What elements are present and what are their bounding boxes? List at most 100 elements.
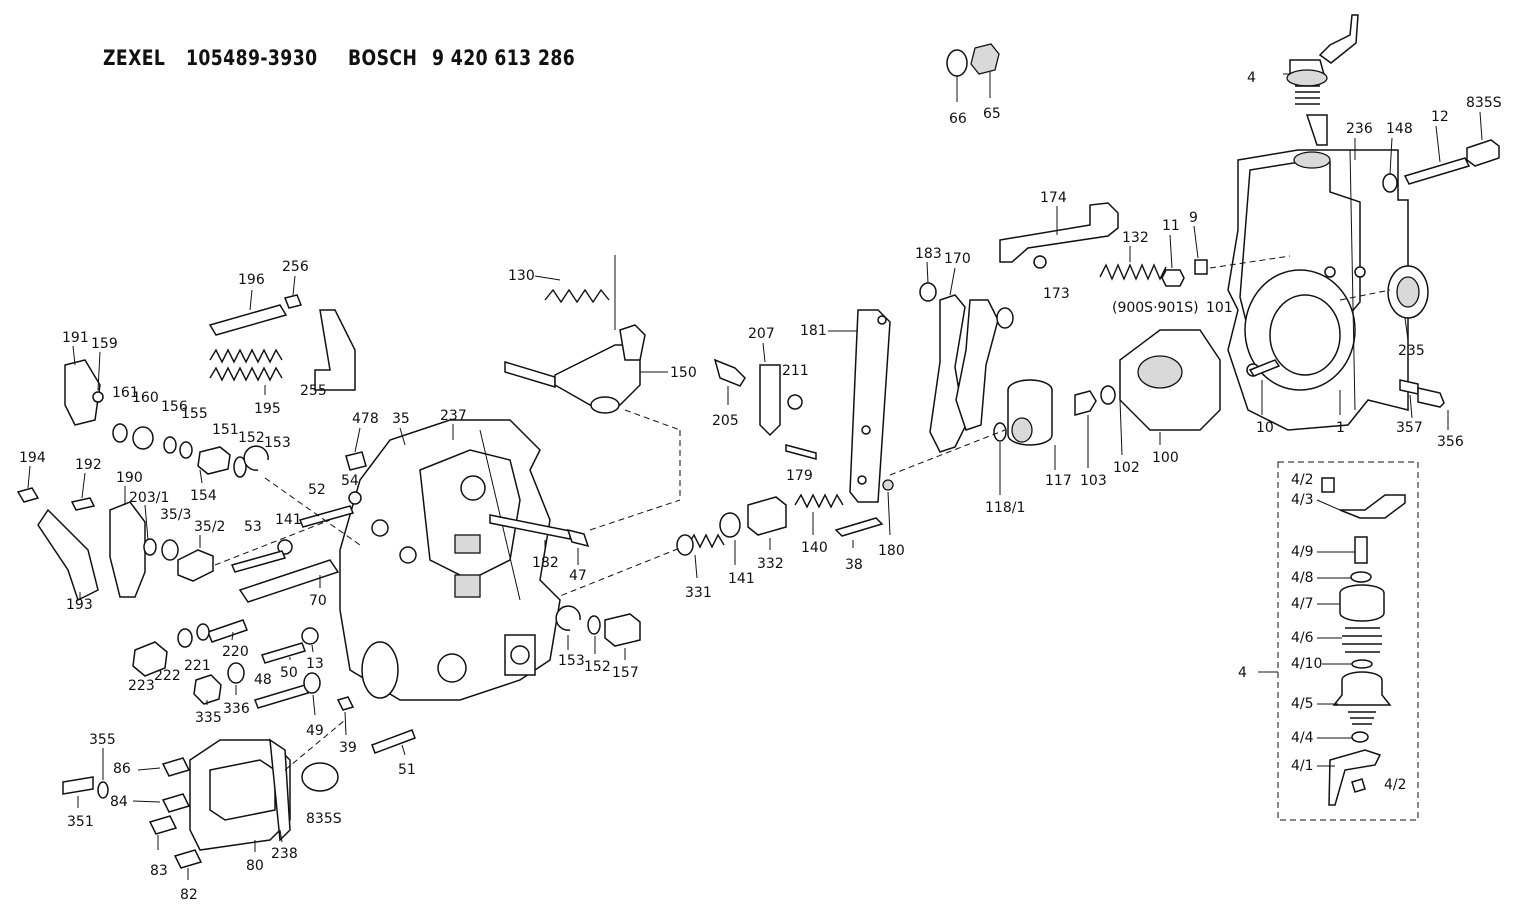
header-bosch-number: 9 420 613 286 [432, 46, 576, 70]
nut-13 [301, 627, 319, 645]
callout-237: 237 [440, 408, 467, 424]
bushing-35-3 [161, 539, 179, 561]
bushing [996, 307, 1014, 329]
callout-332: 332 [757, 556, 784, 572]
screw-331 [687, 533, 725, 549]
cap-223 [132, 641, 168, 677]
nut-54 [348, 491, 362, 505]
callout-238: 238 [271, 846, 298, 862]
nut-39 [336, 696, 355, 711]
clip-9 [1194, 259, 1208, 275]
callout-51: 51 [398, 762, 416, 778]
bracket-255 [314, 309, 356, 391]
callout-335: 335 [195, 710, 222, 726]
screw-192 [70, 497, 96, 511]
callout-835s-bottom: 835S [306, 811, 342, 827]
oring-4-10 [1351, 659, 1373, 669]
callout-835s-top: 835S [1466, 95, 1502, 111]
callout-220: 220 [222, 644, 249, 660]
callout-183: 183 [915, 246, 942, 262]
callout-4-detail: 4 [1238, 665, 1247, 681]
washer-155 [179, 441, 193, 459]
bushing-160 [132, 426, 154, 450]
clip-153-top [243, 445, 269, 471]
washer-4-4 [1351, 731, 1369, 743]
part-65-66-nut-washer [946, 43, 1000, 102]
washer-148 [1382, 173, 1398, 193]
washer-156 [163, 436, 177, 454]
tube-70 [238, 559, 340, 603]
part-4-top-adjuster [1283, 14, 1359, 146]
callout-4-9: 4/9 [1291, 544, 1314, 560]
callout-150: 150 [670, 365, 697, 381]
callout-83: 83 [150, 863, 168, 879]
callout-173: 173 [1043, 286, 1070, 302]
callout-11: 11 [1162, 218, 1180, 234]
callout-50: 50 [280, 665, 298, 681]
callout-174: 174 [1040, 190, 1067, 206]
bolt-52 [298, 505, 355, 528]
callout-118-1: 118/1 [985, 500, 1025, 516]
bolt-351 [62, 776, 94, 795]
nut-222 [177, 628, 193, 648]
callout-39: 39 [339, 740, 357, 756]
callout-12: 12 [1431, 109, 1449, 125]
cap-835s-bottom [301, 762, 339, 792]
lever-191 [64, 359, 101, 426]
callout-80: 80 [246, 858, 264, 874]
shaft-35-2 [177, 549, 214, 582]
callout-156: 156 [161, 399, 188, 415]
callout-192: 192 [75, 457, 102, 473]
callout-222: 222 [154, 668, 181, 684]
callout-4-5: 4/5 [1291, 696, 1314, 712]
plug-478 [345, 451, 367, 471]
screw-82 [173, 849, 203, 869]
callout-155: 155 [181, 406, 208, 422]
tube-196 [208, 304, 288, 336]
nut-332 [747, 496, 787, 536]
callout-478: 478 [352, 411, 379, 427]
callout-4-6: 4/6 [1291, 630, 1314, 646]
callout-194: 194 [19, 450, 46, 466]
bushing-151 [197, 446, 231, 475]
callout-236: 236 [1346, 121, 1373, 137]
screw-179 [785, 444, 817, 460]
callout-4-2a: 4/2 [1291, 472, 1314, 488]
callout-336: 336 [223, 701, 250, 717]
spring-132 [1099, 263, 1167, 281]
callout-161: 161 [112, 385, 139, 401]
callout-13: 13 [306, 656, 324, 672]
bolt-50 [261, 642, 306, 664]
main-housing [339, 419, 561, 701]
callout-84: 84 [110, 794, 128, 810]
bracket-207 [759, 364, 781, 437]
callout-140: 140 [801, 540, 828, 556]
callout-100: 100 [1152, 450, 1179, 466]
callout-4-8: 4/8 [1291, 570, 1314, 586]
callout-180: 180 [878, 543, 905, 559]
spring-130 [544, 288, 610, 304]
callout-53: 53 [244, 519, 262, 535]
callout-153-bottom: 153 [558, 653, 585, 669]
callout-235: 235 [1398, 343, 1425, 359]
callout-255: 255 [300, 383, 327, 399]
plug-157 [604, 613, 641, 647]
callout-10: 10 [1256, 420, 1274, 436]
callout-4-7: 4/7 [1291, 596, 1314, 612]
washer-49 [303, 672, 321, 694]
screw-220 [207, 619, 248, 643]
callout-66: 66 [949, 111, 967, 127]
lever-190 [109, 501, 146, 598]
callout-179: 179 [786, 468, 813, 484]
callout-157: 157 [612, 665, 639, 681]
callout-154: 154 [190, 488, 217, 504]
stud-53 [230, 550, 287, 573]
callout-211: 211 [782, 363, 809, 379]
callout-48: 48 [254, 672, 272, 688]
washer-4-8 [1350, 571, 1372, 583]
callout-159: 159 [91, 336, 118, 352]
plate-193 [37, 508, 99, 602]
screw-194 [16, 487, 40, 503]
nut-11 [1161, 269, 1185, 287]
callout-4-3: 4/3 [1291, 492, 1314, 508]
